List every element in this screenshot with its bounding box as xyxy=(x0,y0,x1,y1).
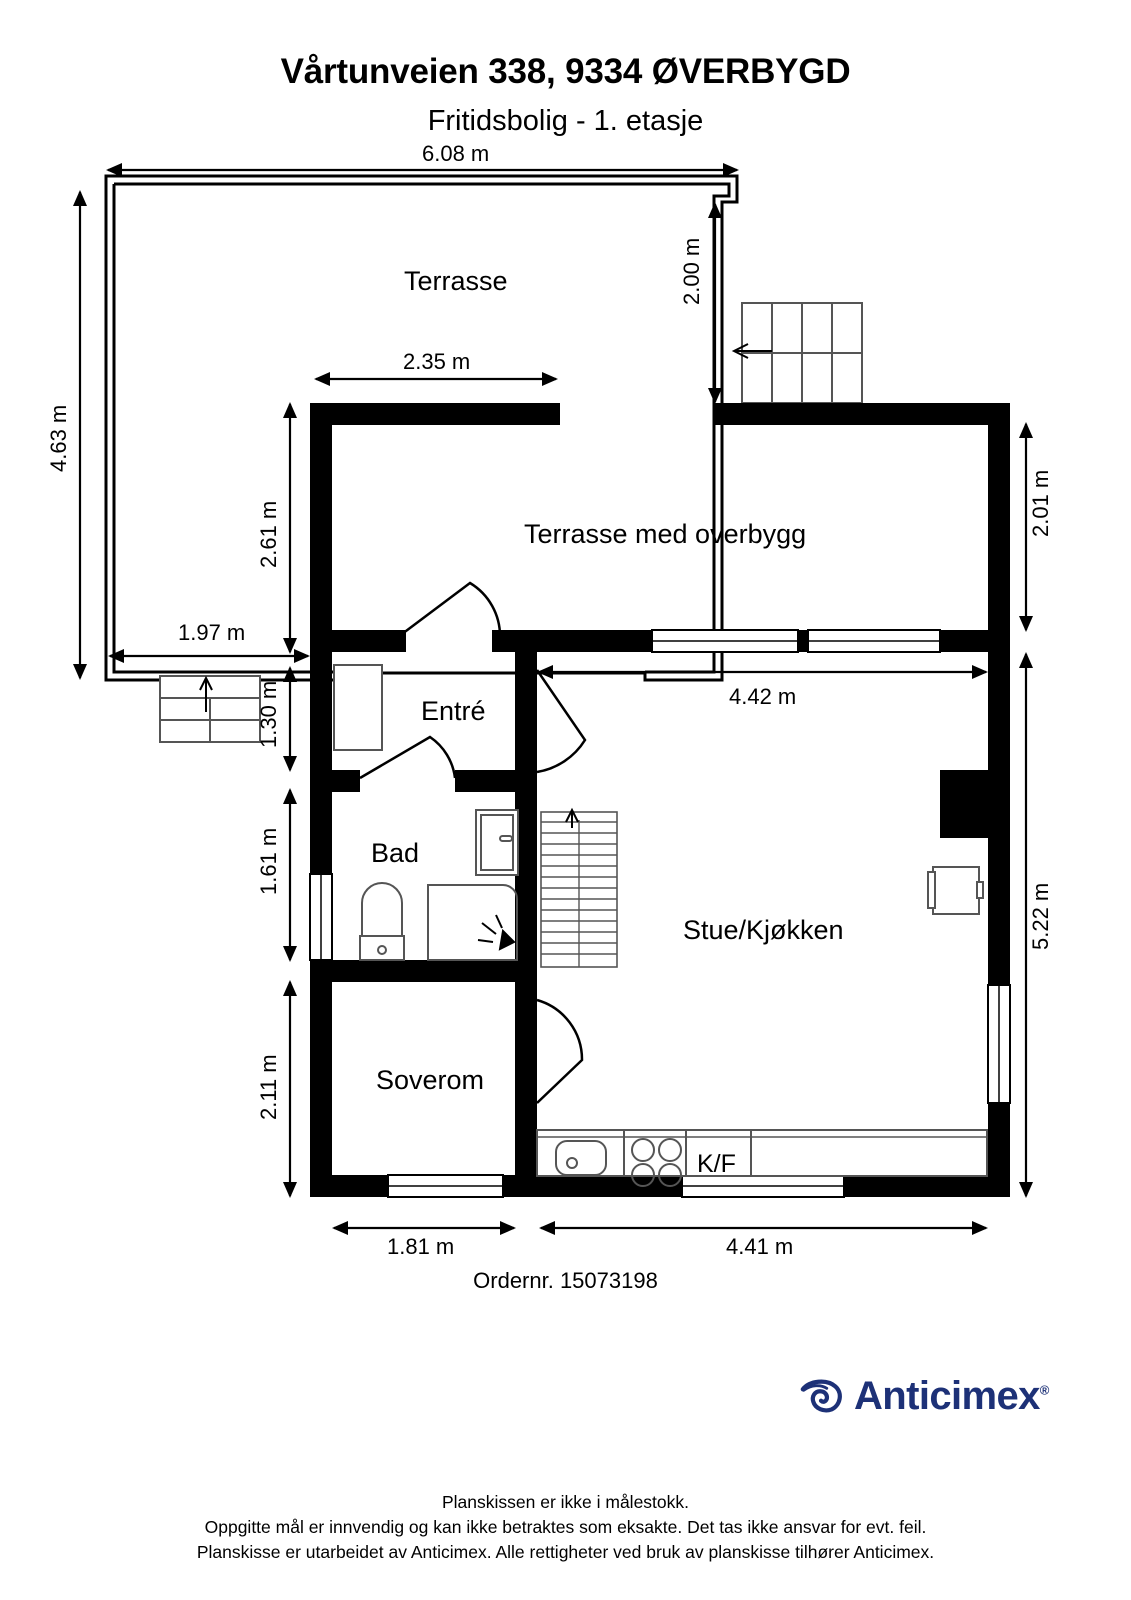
room-label-entre: Entré xyxy=(421,696,486,726)
page-title: Vårtunveien 338, 9334 ØVERBYGD xyxy=(280,52,851,91)
room-label-soverom: Soverom xyxy=(376,1065,484,1095)
dimension-label-left-197: 1.97 m xyxy=(178,620,245,645)
interior-stairs xyxy=(540,807,618,968)
dimension-label-left-161: 1.61 m xyxy=(256,828,281,895)
floorplan-drawing: Terrasse Terrasse med overbygg Entré Bad… xyxy=(46,141,1053,1259)
order-number: Ordernr. 15073198 xyxy=(473,1268,658,1293)
dimension-label-left-130: 1.30 m xyxy=(256,681,281,748)
trademark-symbol: ® xyxy=(1039,1382,1050,1398)
room-label-stue-kjokken: Stue/Kjøkken xyxy=(683,915,844,945)
wood-stove-icon xyxy=(927,866,984,915)
disclaimer-line-1: Planskissen er ikke i målestokk. xyxy=(441,1492,690,1512)
dimension-lines xyxy=(73,163,1033,1235)
dimension-label-terrace-inner: 2.35 m xyxy=(403,349,470,374)
dimension-label-left-overall: 4.63 m xyxy=(46,405,71,472)
fixtures xyxy=(333,664,988,1187)
dimension-label-right-522: 5.22 m xyxy=(1028,883,1053,950)
dimension-label-bottom-181: 1.81 m xyxy=(387,1234,454,1259)
windows xyxy=(309,629,1011,1198)
dimension-label-left-261: 2.61 m xyxy=(256,501,281,568)
dimension-label-right-201: 2.01 m xyxy=(1028,470,1053,537)
terrasse-outline xyxy=(104,174,739,682)
kitchen-counter xyxy=(536,1129,988,1187)
disclaimer-line-2: Oppgitte mål er innvendig og kan ikke be… xyxy=(204,1516,927,1537)
room-label-bad: Bad xyxy=(371,838,419,868)
disclaimer: Planskissen er ikke i målestokk. Oppgitt… xyxy=(0,1490,1131,1565)
doors xyxy=(359,581,587,1104)
room-label-kf: K/F xyxy=(697,1150,736,1178)
ceiling-light-icon xyxy=(477,914,516,951)
anticimex-spiral-icon xyxy=(800,1379,842,1413)
disclaimer-line-3: Planskisse er utarbeidet av Anticimex. A… xyxy=(196,1541,935,1562)
brand-name: Anticimex xyxy=(854,1374,1040,1418)
exterior-stairs-right xyxy=(731,302,863,404)
dimension-label-left-211: 2.11 m xyxy=(256,1054,281,1120)
room-label-terrasse: Terrasse xyxy=(404,266,508,296)
exterior-stairs-left xyxy=(159,675,261,743)
room-label-terrasse-overbygg: Terrasse med overbygg xyxy=(524,519,806,549)
dimension-label-inner-442: 4.42 m xyxy=(729,684,796,709)
shower-icon xyxy=(475,809,519,876)
dimension-label-bottom-441: 4.41 m xyxy=(726,1234,793,1259)
page-subtitle: Fritidsbolig - 1. etasje xyxy=(427,105,704,137)
anticimex-logo: Anticimex® xyxy=(798,1373,1049,1419)
toilet-icon xyxy=(359,882,405,961)
dimension-label-right-upper: 2.00 m xyxy=(679,238,704,305)
dimension-label-top-overall: 6.08 m xyxy=(422,141,489,166)
